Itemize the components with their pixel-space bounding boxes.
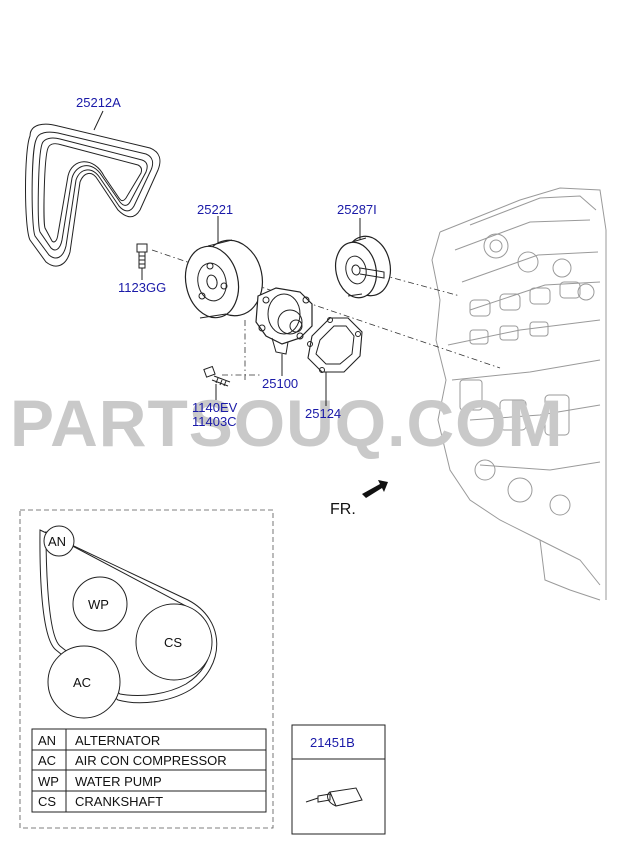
pump-pulley-drawing (184, 239, 263, 319)
watermark: PARTSOUQ.COM (10, 386, 563, 460)
water-pump-drawing (255, 287, 313, 355)
legend-name: ALTERNATOR (75, 733, 160, 748)
legend-name: CRANKSHAFT (75, 794, 163, 809)
callout-belt[interactable]: 25212A (76, 95, 121, 110)
idler-pulley-drawing (334, 235, 392, 299)
routing-pulley-ac: AC (73, 675, 91, 690)
callout-bolt-pump-2[interactable]: 11403C (192, 414, 237, 429)
legend-code: AN (38, 733, 56, 748)
gasket-drawing (307, 317, 363, 373)
sealant-panel (291, 724, 386, 835)
callout-sealant[interactable]: 21451B (310, 735, 355, 750)
legend-row: CS CRANKSHAFT (38, 794, 163, 809)
callout-gasket[interactable]: 25124 (305, 406, 341, 421)
belt-routing-panel (19, 509, 274, 829)
belt-routing-diagram (39, 525, 218, 719)
legend-name: WATER PUMP (75, 774, 162, 789)
callout-pump[interactable]: 25100 (262, 376, 298, 391)
legend-row: WP WATER PUMP (38, 774, 162, 789)
callout-idler[interactable]: 25287I (337, 202, 377, 217)
sealant-tube-drawing (305, 787, 363, 807)
callout-bolt-pulley[interactable]: 1123GG (118, 280, 166, 295)
pump-bolt-drawing (203, 365, 231, 387)
routing-pulley-an: AN (48, 534, 66, 549)
legend-code: AC (38, 753, 56, 768)
alignment-lines (151, 249, 501, 380)
direction-arrow-icon (362, 480, 388, 498)
routing-pulley-wp: WP (88, 597, 109, 612)
callout-pulley[interactable]: 25221 (197, 202, 233, 217)
legend-name: AIR CON COMPRESSOR (75, 753, 227, 768)
direction-label: FR. (330, 501, 356, 518)
legend-row: AC AIR CON COMPRESSOR (38, 753, 227, 768)
leader-belt (93, 110, 104, 131)
legend-code: WP (38, 774, 59, 789)
engine-block-drawing (431, 187, 607, 601)
pulley-bolt-drawing (136, 243, 148, 269)
legend-row: AN ALTERNATOR (38, 733, 160, 748)
routing-pulley-cs: CS (164, 635, 182, 650)
callout-bolt-pump-1[interactable]: 1140EV (192, 400, 238, 415)
drive-belt-drawing (25, 123, 161, 267)
pulley-legend-table (31, 728, 267, 813)
legend-code: CS (38, 794, 56, 809)
